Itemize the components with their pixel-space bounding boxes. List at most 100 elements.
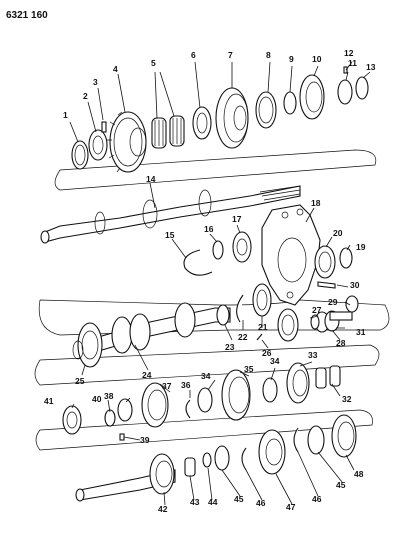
callout-35: 35 [244, 364, 254, 374]
callout-38: 38 [104, 391, 114, 401]
callout-37: 37 [162, 381, 172, 391]
part-48-gear [331, 414, 357, 458]
group-outline-bottom [35, 409, 373, 451]
leader-lines [69, 61, 371, 506]
part-3-pin [101, 121, 107, 133]
callout-18: 18 [311, 198, 321, 208]
part-41-snap-ring [62, 405, 82, 435]
part-10-gear [299, 74, 325, 120]
part-33-gear [286, 362, 310, 404]
group-outline-top [54, 149, 377, 191]
callout-26: 26 [262, 348, 272, 358]
callout-47: 47 [286, 502, 296, 512]
part-26-pin [256, 333, 263, 341]
callout-29: 29 [328, 297, 338, 307]
callout-5: 5 [151, 58, 156, 68]
part-11-ring [337, 79, 353, 105]
callout-43: 43 [190, 497, 200, 507]
callout-27: 27 [312, 305, 322, 315]
part-23-bearing [216, 304, 230, 326]
callout-28: 28 [336, 338, 346, 348]
part-6-washer [192, 106, 212, 140]
part-12-key [343, 66, 348, 74]
part-15-snap-ring [183, 249, 213, 276]
part-24-countershaft [77, 302, 231, 368]
callout-23: 23 [225, 342, 235, 352]
part-8-ring [255, 91, 277, 129]
part-35-synchronizer [221, 369, 251, 421]
part-47-bearing [258, 429, 286, 475]
callout-34b: 34 [270, 356, 280, 366]
callout-31: 31 [356, 327, 366, 337]
part-22-snap-ring [236, 294, 244, 323]
part-2-washer [88, 129, 108, 161]
callout-9: 9 [289, 54, 294, 64]
callout-2: 2 [83, 91, 88, 101]
callout-10: 10 [312, 54, 322, 64]
part-18-extension-housing [261, 204, 321, 306]
callout-45b: 45 [336, 480, 346, 490]
part-31-shaft [329, 295, 359, 321]
part-34b-ring [262, 377, 278, 403]
callout-33: 33 [308, 350, 318, 360]
callout-14: 14 [146, 174, 156, 184]
part-45b-snap-ring [307, 425, 325, 455]
callout-7: 7 [228, 50, 233, 60]
callout-15: 15 [165, 230, 175, 240]
part-27-gear [277, 308, 299, 342]
callout-8: 8 [266, 50, 271, 60]
callout-6: 6 [191, 50, 196, 60]
part-46b-wave-spring [293, 427, 299, 453]
callout-16: 16 [204, 224, 214, 234]
part-36-snap-ring [185, 399, 191, 419]
group-outline-lower [34, 344, 380, 386]
callout-24: 24 [142, 370, 152, 380]
part-40-ring [104, 409, 116, 427]
callout-12: 12 [344, 48, 354, 58]
callout-34a: 34 [201, 371, 211, 381]
part-7-synchronizer [215, 87, 249, 149]
callout-1: 1 [63, 110, 68, 120]
part-9-snap-ring [283, 91, 297, 115]
part-1-snap-ring [71, 140, 89, 170]
part-44-ring [202, 452, 212, 468]
callout-19: 19 [356, 242, 366, 252]
callout-46b: 46 [312, 494, 322, 504]
part-20-gear [314, 245, 336, 279]
callout-20: 20 [333, 228, 343, 238]
part-45-snap-ring [214, 445, 230, 471]
callout-39: 39 [140, 435, 150, 445]
part-46-wave-spring [241, 447, 247, 471]
part-19-snap-ring [339, 247, 353, 269]
callout-3: 3 [93, 77, 98, 87]
part-42-input-shaft [75, 453, 176, 502]
part-25-gear-end [72, 340, 84, 360]
diagram-code: 6321 160 [6, 10, 48, 21]
part-38-synchronizer-spring [117, 398, 133, 422]
callout-30: 30 [350, 280, 360, 290]
part-21-synchronizer [252, 283, 272, 317]
callout-45a: 45 [234, 494, 244, 504]
part-13-snap-ring [355, 76, 369, 100]
part-32-bearings [315, 365, 341, 389]
callout-40: 40 [92, 394, 102, 404]
callout-4: 4 [113, 64, 118, 74]
part-30-bolt [317, 281, 336, 289]
callout-22: 22 [238, 332, 248, 342]
callout-32: 32 [342, 394, 352, 404]
callout-46a: 46 [256, 498, 266, 508]
part-37-gear [141, 382, 169, 428]
callout-44: 44 [208, 497, 218, 507]
part-5-needle-bearings [151, 115, 185, 149]
callout-17: 17 [232, 214, 242, 224]
callout-41: 41 [44, 396, 54, 406]
part-14-mainshaft [40, 185, 301, 244]
callout-25: 25 [75, 376, 85, 386]
part-4-gear [107, 111, 147, 173]
callout-36: 36 [181, 380, 191, 390]
part-39-key [119, 433, 125, 441]
callout-11: 11 [348, 58, 357, 68]
callout-21: 21 [258, 322, 268, 332]
callout-48: 48 [354, 469, 364, 479]
